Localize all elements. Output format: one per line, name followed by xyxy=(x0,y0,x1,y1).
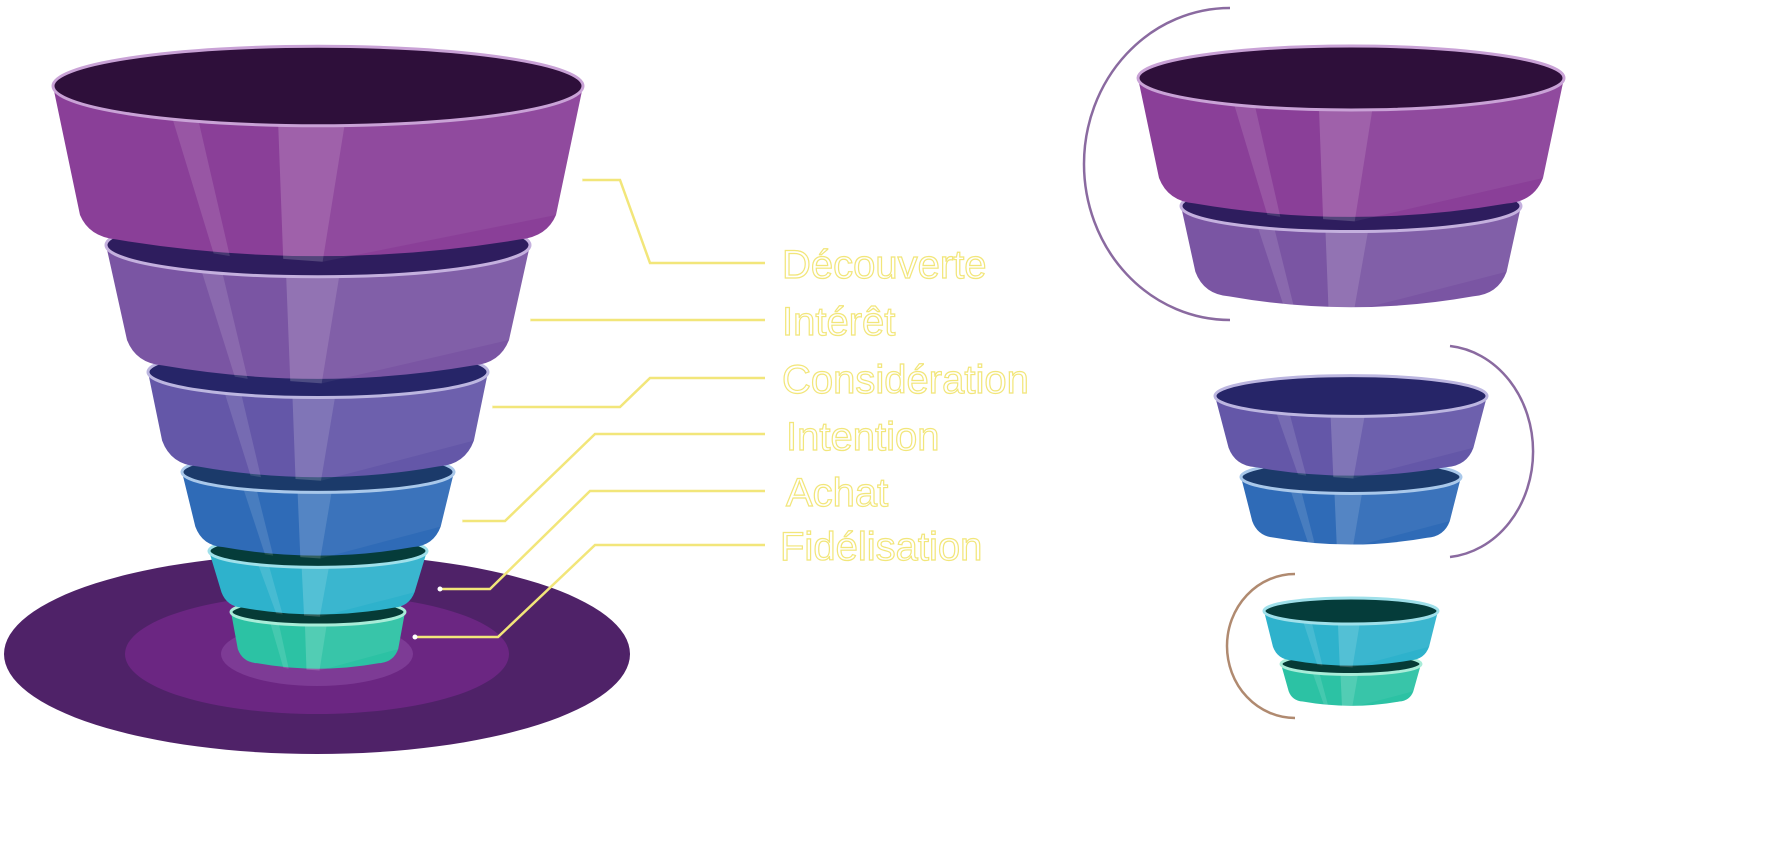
segment-highlight xyxy=(1325,231,1368,311)
segment-top-ellipse xyxy=(51,44,585,128)
group-arc-2 xyxy=(1449,344,1535,559)
segment-highlight xyxy=(1276,412,1307,476)
segment-shade xyxy=(1354,78,1564,222)
segment-side xyxy=(1181,206,1521,308)
label-achat: Achat xyxy=(786,471,888,515)
leader-line-1 xyxy=(580,178,765,265)
segment-top-ellipse xyxy=(1213,374,1489,418)
group-arc-3 xyxy=(1225,572,1296,720)
segment-shade xyxy=(1354,206,1521,311)
segment-side xyxy=(231,612,405,669)
segment-shade xyxy=(321,372,488,481)
segment-side xyxy=(209,551,427,615)
label-decouverte: Découverte xyxy=(782,243,987,287)
segment-highlight xyxy=(224,392,261,478)
split-segment-4 xyxy=(1239,459,1463,547)
segment-highlight xyxy=(243,488,274,556)
segment-highlight xyxy=(1337,624,1360,668)
leader-lines xyxy=(412,177,765,640)
segment-highlight xyxy=(1233,103,1281,217)
segment-shade xyxy=(319,612,405,671)
funnel-segment-1 xyxy=(51,44,585,262)
segment-top-ellipse xyxy=(1262,596,1440,626)
segment-highlight xyxy=(1290,490,1315,545)
label-interet: Intérêt xyxy=(782,300,895,344)
segment-highlight xyxy=(1257,226,1294,308)
label-fidelisation: Fidélisation xyxy=(780,525,982,569)
segment-highlight xyxy=(258,564,283,615)
leader-dot-1 xyxy=(577,177,583,183)
segment-highlight xyxy=(301,567,329,617)
segment-highlight xyxy=(1303,621,1323,666)
segment-side xyxy=(1215,396,1487,476)
split-segment-3 xyxy=(1213,374,1489,479)
leader-dot-2 xyxy=(525,317,531,323)
segment-side xyxy=(1241,477,1461,545)
segment-highlight xyxy=(201,270,248,379)
segment-side xyxy=(1138,78,1564,217)
leader-line-3 xyxy=(490,376,765,409)
segment-shade xyxy=(321,245,530,384)
segment-highlight xyxy=(286,276,340,384)
segment-highlight xyxy=(1312,672,1329,706)
stage-labels: Découverte Intérêt Considération Intenti… xyxy=(779,242,1029,569)
segment-highlight xyxy=(304,625,327,671)
segment-highlight xyxy=(1330,416,1365,479)
segment-highlight xyxy=(1319,109,1373,222)
segment-top-ellipse xyxy=(1136,44,1566,112)
segment-side xyxy=(182,472,454,556)
segment-side xyxy=(53,86,583,257)
leader-line-6 xyxy=(415,543,765,639)
segment-highlight xyxy=(297,492,332,559)
leader-dot-3 xyxy=(487,404,493,410)
segment-highlight xyxy=(292,397,335,481)
segment-side xyxy=(106,245,530,379)
segment-highlight xyxy=(270,622,289,669)
group-arc-1 xyxy=(1082,6,1231,322)
split-segment-1 xyxy=(1136,44,1566,222)
split-segment-5 xyxy=(1262,596,1440,668)
segment-shade xyxy=(322,86,583,262)
segment-side xyxy=(1264,611,1438,666)
main-funnel xyxy=(51,44,585,671)
leader-dot-5 xyxy=(437,586,443,592)
segment-highlight xyxy=(278,125,345,262)
leader-line-4 xyxy=(460,432,765,523)
segment-highlight xyxy=(1340,674,1358,708)
leader-dot-6 xyxy=(412,634,418,640)
label-intention: Intention xyxy=(786,415,939,459)
leader-line-5 xyxy=(440,489,765,591)
segment-highlight xyxy=(1334,493,1362,547)
label-consideration: Considération xyxy=(782,358,1029,402)
segment-side xyxy=(148,372,488,478)
segment-highlight xyxy=(172,117,230,257)
split-funnel xyxy=(1082,6,1566,720)
segment-shade xyxy=(320,472,454,559)
leader-dot-4 xyxy=(457,518,463,524)
